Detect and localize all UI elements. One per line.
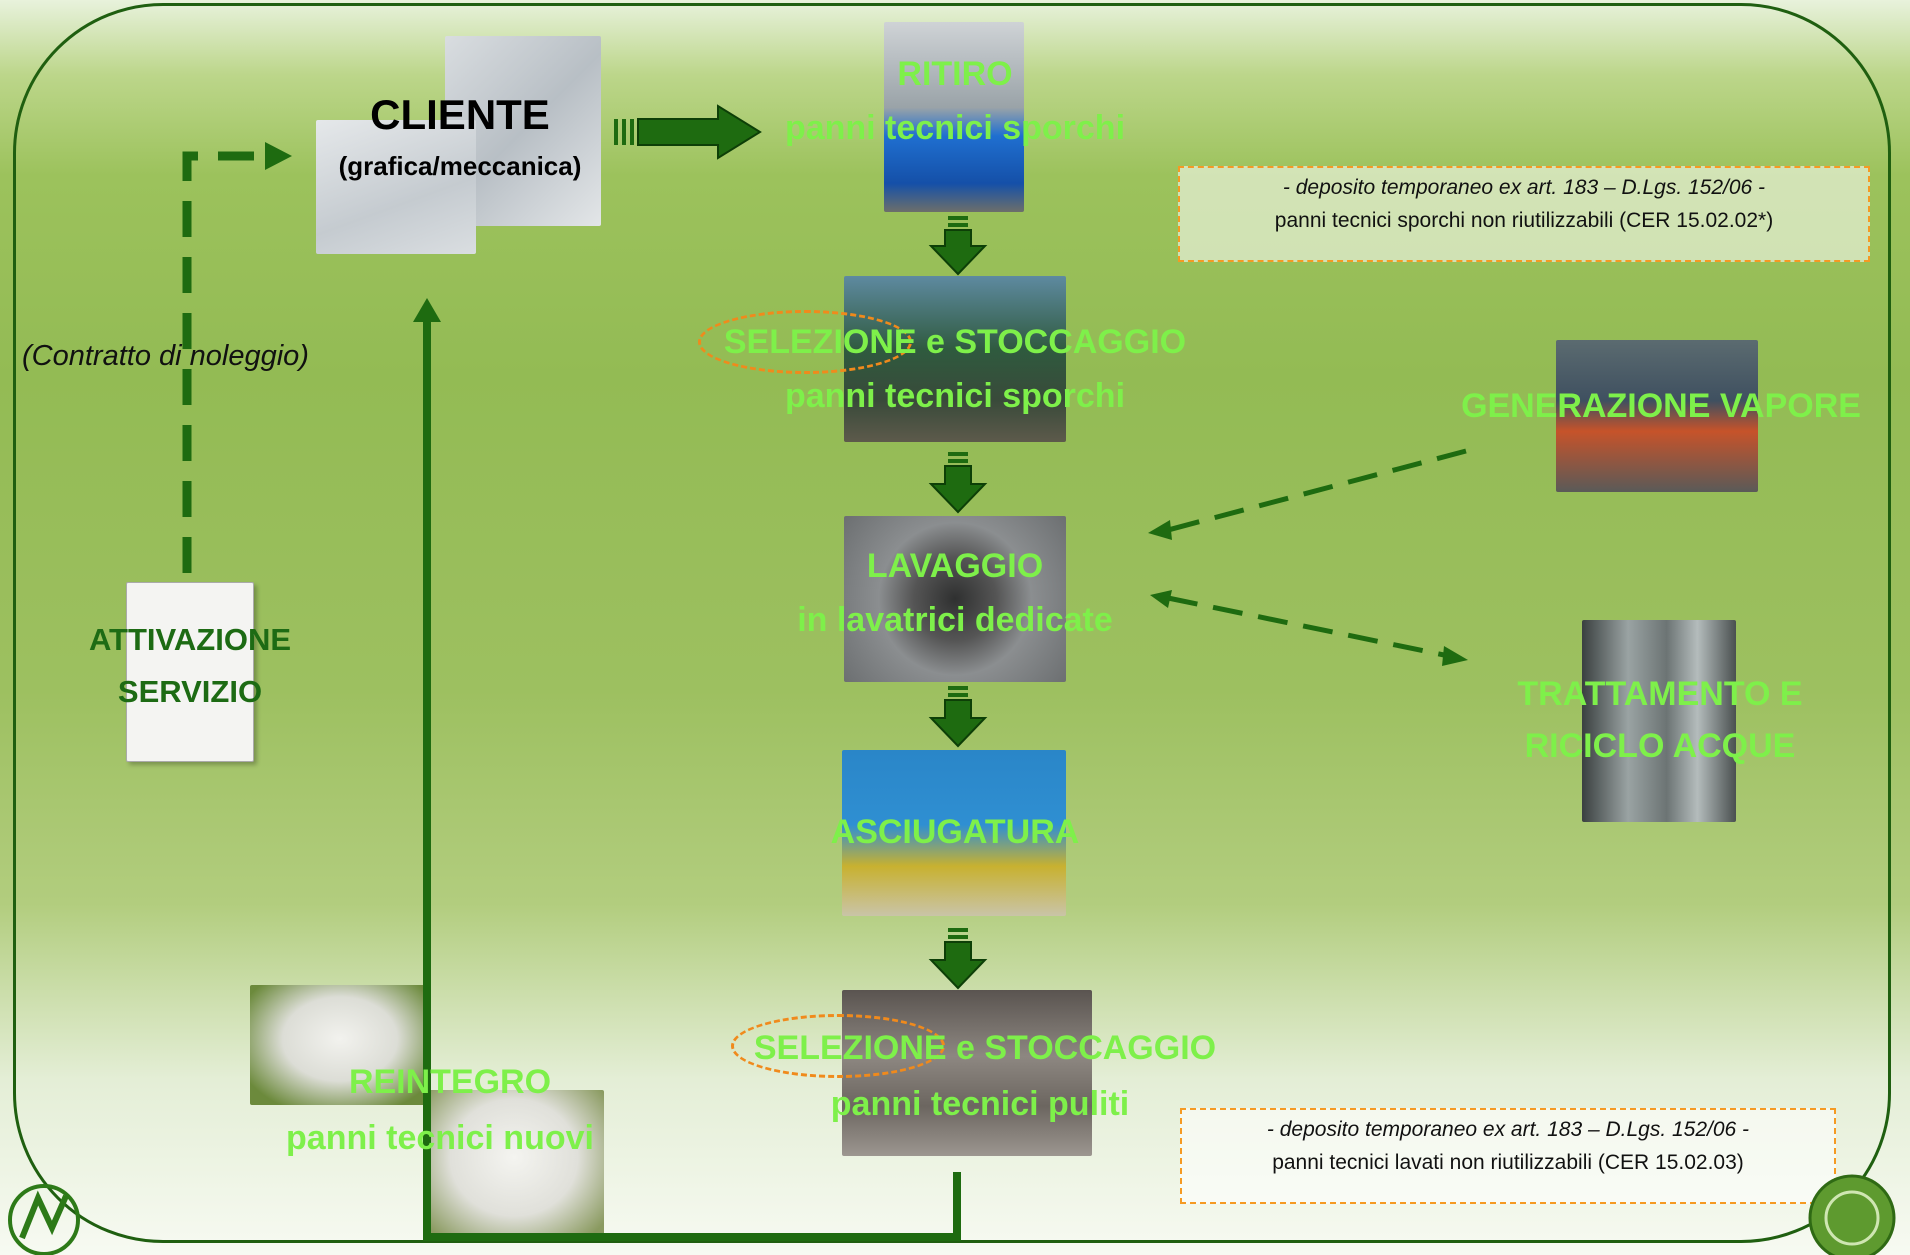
reintegro-subtitle: panni tecnici nuovi bbox=[286, 1119, 594, 1157]
lavaggio-photo bbox=[844, 516, 1066, 682]
down-arrow-1 bbox=[928, 216, 988, 276]
process-frame bbox=[13, 3, 1891, 1243]
selezione-sporchi-highlight bbox=[698, 310, 912, 374]
ritiro-subtitle: panni tecnici sporchi bbox=[784, 109, 1126, 147]
client-photo-front bbox=[316, 120, 476, 254]
activation-line1: ATTIVAZIONE bbox=[88, 622, 292, 657]
vapore-arrowhead bbox=[1148, 520, 1172, 540]
note-sporchi-line2: panni tecnici sporchi non riutilizzabili… bbox=[1274, 209, 1774, 232]
acque-arrowhead-end bbox=[1442, 646, 1468, 666]
selezione-puliti-title: SELEZIONE e STOCCAGGIO bbox=[753, 1029, 1217, 1067]
contract-arrowhead bbox=[265, 142, 292, 170]
lavaggio-title: LAVAGGIO bbox=[866, 547, 1044, 585]
ritiro-title: RITIRO bbox=[897, 55, 1013, 93]
selezione-sporchi-subtitle: panni tecnici sporchi bbox=[784, 377, 1126, 415]
contract-document-photo bbox=[126, 582, 254, 762]
vapore-label: GENERAZIONE VAPORE bbox=[1461, 387, 1861, 425]
acque-dashed-line bbox=[1167, 595, 1445, 658]
return-loop-arrowhead bbox=[413, 298, 441, 322]
down-arrow-2 bbox=[928, 452, 988, 514]
activation-line2: SERVIZIO bbox=[117, 674, 263, 709]
client-title: CLIENTE bbox=[370, 91, 550, 138]
acque-arrowhead bbox=[1150, 590, 1172, 608]
vapore-dashed-line bbox=[1167, 448, 1467, 533]
note-sporchi: - deposito temporaneo ex art. 183 – D.Lg… bbox=[1178, 166, 1870, 262]
selezione-puliti-subtitle: panni tecnici puliti bbox=[830, 1085, 1130, 1123]
contract-label: (Contratto di noleggio) bbox=[22, 340, 309, 372]
contract-dashed-path bbox=[182, 151, 265, 573]
lavaggio-subtitle: in lavatrici dedicate bbox=[797, 601, 1113, 639]
note-sporchi-line1: - deposito temporaneo ex art. 183 – D.Lg… bbox=[1282, 176, 1766, 199]
vapore-photo bbox=[1556, 340, 1758, 492]
return-loop-path bbox=[423, 320, 961, 1241]
down-arrow-4 bbox=[928, 928, 988, 990]
note-lavati-line2: panni tecnici lavati non riutilizzabili … bbox=[1272, 1151, 1744, 1174]
ritiro-photo bbox=[884, 22, 1024, 212]
client-to-ritiro-arrow bbox=[637, 104, 762, 160]
selezione-puliti-highlight bbox=[731, 1014, 945, 1078]
note-lavati: - deposito temporaneo ex art. 183 – D.Lg… bbox=[1180, 1108, 1836, 1204]
reintegro-photo-1 bbox=[250, 985, 430, 1105]
acque-photo bbox=[1582, 620, 1736, 822]
down-arrow-3 bbox=[928, 686, 988, 748]
acque-line1: TRATTAMENTO E bbox=[1517, 675, 1803, 713]
reintegro-title: REINTEGRO bbox=[348, 1063, 552, 1101]
selezione-sporchi-title: SELEZIONE e STOCCAGGIO bbox=[723, 323, 1187, 361]
acque-line2: RICICLO ACQUE bbox=[1524, 727, 1796, 765]
note-lavati-line1: - deposito temporaneo ex art. 183 – D.Lg… bbox=[1266, 1118, 1750, 1141]
reintegro-photo-2 bbox=[424, 1090, 604, 1240]
asciugatura-photo bbox=[842, 750, 1066, 916]
asciugatura-title: ASCIUGATURA bbox=[830, 813, 1080, 851]
client-subtitle: (grafica/meccanica) bbox=[338, 151, 582, 181]
